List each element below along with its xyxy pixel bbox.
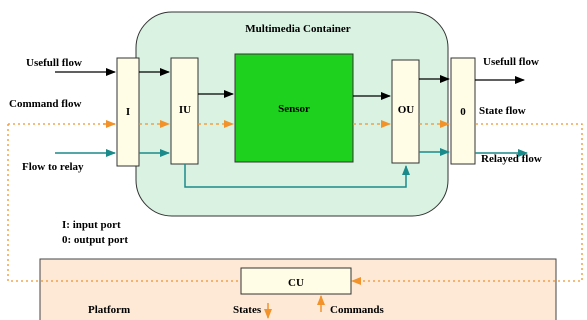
output-port-label: 0 bbox=[460, 106, 466, 118]
left-command-flow-label: Command flow bbox=[9, 98, 81, 110]
left-flow-to-relay-label: Flow to relay bbox=[22, 161, 84, 173]
ou-label: OU bbox=[398, 104, 415, 116]
ou-block bbox=[391, 59, 420, 164]
relay-bypass-arrow bbox=[184, 164, 410, 188]
right-state-flow-label: State flow bbox=[479, 105, 526, 117]
sensor-label: Sensor bbox=[278, 103, 310, 115]
commands-label: Commands bbox=[330, 304, 385, 316]
input-port-block bbox=[116, 57, 140, 167]
states-label: States bbox=[233, 304, 262, 316]
iu-block bbox=[170, 57, 199, 165]
sensor-block bbox=[234, 53, 354, 163]
legend-input-port: I: input port bbox=[62, 219, 121, 231]
output-port-block bbox=[450, 57, 476, 165]
iu-label: IU bbox=[179, 104, 191, 116]
right-usefull-flow-label: Usefull flow bbox=[483, 56, 539, 68]
container-title: Multimedia Container bbox=[245, 23, 351, 35]
right-relayed-flow-label: Relayed flow bbox=[481, 153, 542, 165]
left-usefull-flow-label: Usefull flow bbox=[26, 57, 82, 69]
legend-output-port: 0: output port bbox=[62, 234, 128, 246]
cu-block bbox=[240, 267, 352, 295]
cu-label: CU bbox=[288, 277, 304, 289]
platform-label: Platform bbox=[88, 304, 130, 316]
command-loop bbox=[7, 124, 238, 282]
input-port-label: I bbox=[126, 106, 130, 118]
